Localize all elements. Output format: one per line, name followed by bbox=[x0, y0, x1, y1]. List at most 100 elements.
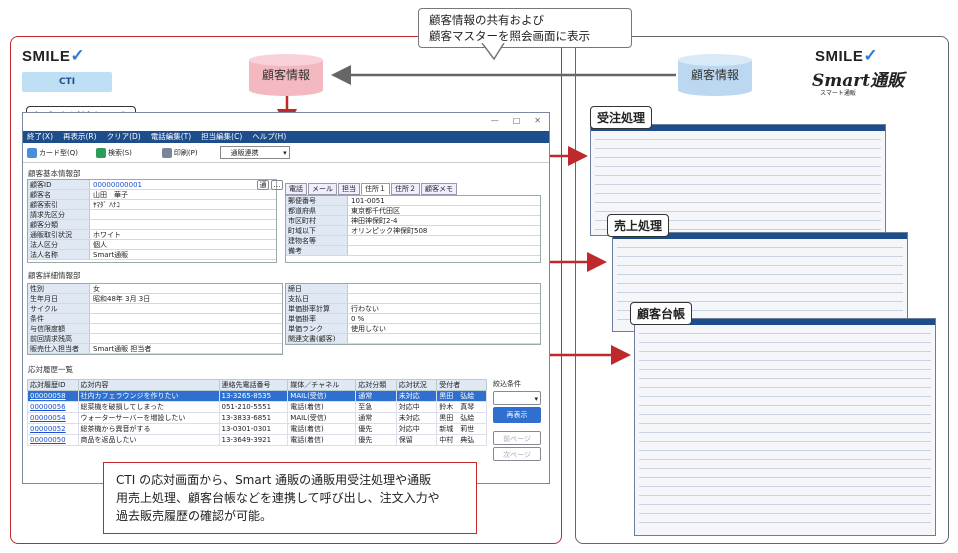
cti-badge: CTI bbox=[22, 72, 112, 92]
history-id-link[interactable]: 00000052 bbox=[27, 423, 79, 435]
column-header[interactable]: 連絡先電話番号 bbox=[218, 379, 289, 391]
table-cell: 総菜機を破損してしまった bbox=[77, 401, 220, 413]
table-cell: MAIL(受信) bbox=[287, 412, 357, 424]
field-value bbox=[348, 284, 540, 293]
thumb-line bbox=[617, 292, 903, 293]
smart-brand-sub: スマート通販 bbox=[820, 90, 856, 97]
menu-clear[interactable]: クリア(D) bbox=[106, 132, 141, 141]
table-cell: 優先 bbox=[355, 423, 397, 435]
table-cell: 商品を返品したい bbox=[77, 434, 220, 446]
form-row: 単価掛率計算行わない bbox=[286, 304, 540, 314]
filter-select[interactable]: ▾ bbox=[493, 391, 541, 405]
tab-staff[interactable]: 担当 bbox=[338, 183, 360, 195]
thumb-line bbox=[617, 301, 903, 302]
call-button[interactable]: 通 bbox=[257, 180, 269, 190]
column-header[interactable]: 媒体／チャネル bbox=[287, 379, 357, 391]
smart-brand: Smart通販 bbox=[812, 71, 905, 91]
table-cell: 社内カフェラウンジを作りたい bbox=[77, 390, 220, 402]
history-id-link[interactable]: 00000054 bbox=[27, 412, 79, 424]
sales-screen-thumb bbox=[612, 232, 908, 332]
tab-mail[interactable]: メール bbox=[308, 183, 337, 195]
card-view-button[interactable]: カード型(Q) bbox=[27, 147, 78, 158]
detail-section-title: 顧客詳細情報部 bbox=[28, 271, 81, 280]
integration-dropdown[interactable]: 通販連携▾ bbox=[219, 146, 290, 159]
menu-exit[interactable]: 終了(X) bbox=[27, 132, 53, 141]
history-id-link[interactable]: 00000058 bbox=[27, 390, 79, 402]
column-header[interactable]: 応対履歴ID bbox=[27, 379, 79, 391]
search-button[interactable]: 検索(S) bbox=[95, 147, 132, 158]
menu-refresh[interactable]: 再表示(R) bbox=[63, 132, 97, 141]
menu-staff-edit[interactable]: 担当編集(C) bbox=[201, 132, 243, 141]
print-icon bbox=[161, 147, 172, 158]
tab-phone[interactable]: 電話 bbox=[285, 183, 307, 195]
prev-page-button[interactable]: 前ページ bbox=[493, 431, 541, 445]
field-value bbox=[348, 246, 540, 255]
field-label: 町域以下 bbox=[286, 226, 348, 235]
field-value: Smart通販 担当者 bbox=[93, 345, 152, 353]
history-id-link[interactable]: 00000050 bbox=[27, 434, 79, 446]
smart-panel bbox=[575, 36, 949, 544]
thumb-line bbox=[617, 265, 903, 266]
field-value bbox=[90, 324, 282, 333]
field-label: 市区町村 bbox=[286, 216, 348, 225]
minimize-icon[interactable]: — bbox=[490, 116, 499, 125]
field-label: 顧客分類 bbox=[28, 220, 90, 229]
tab-address1[interactable]: 住所１ bbox=[361, 183, 390, 195]
tab-memo[interactable]: 顧客メモ bbox=[421, 183, 457, 195]
thumb-line bbox=[639, 522, 931, 523]
table-cell: 未対応 bbox=[395, 390, 438, 402]
thumb-line bbox=[639, 333, 931, 334]
close-icon[interactable]: ✕ bbox=[534, 116, 541, 125]
field-label: 通販取引状況 bbox=[28, 230, 90, 239]
thumb-line bbox=[639, 486, 931, 487]
thumb-line bbox=[639, 342, 931, 343]
form-row: 支払日 bbox=[286, 294, 540, 304]
thumb-line bbox=[639, 504, 931, 505]
form-row: 通販取引状況ホワイト bbox=[28, 230, 276, 240]
thumb-line bbox=[595, 157, 881, 158]
thumb-line bbox=[639, 477, 931, 478]
thumb-line bbox=[639, 423, 931, 424]
field-label: 郵便番号 bbox=[286, 196, 348, 205]
field-label: 関連文書(顧客) bbox=[286, 334, 348, 343]
next-page-button[interactable]: 次ページ bbox=[493, 447, 541, 461]
ledger-tag: 顧客台帳 bbox=[630, 302, 693, 325]
smile-logo-right: SMILE✓ bbox=[815, 46, 879, 65]
column-header[interactable]: 応対内容 bbox=[77, 379, 220, 391]
table-cell: 優先 bbox=[355, 434, 397, 446]
thumb-line bbox=[617, 283, 903, 284]
thumb-line bbox=[595, 184, 881, 185]
field-label: 顧客名 bbox=[28, 190, 90, 199]
field-value bbox=[348, 236, 540, 245]
column-header[interactable]: 受付者 bbox=[436, 379, 487, 391]
more-button[interactable]: … bbox=[271, 180, 283, 190]
table-cell: 黒田 弘絵 bbox=[436, 412, 487, 424]
table-cell: 新城 莉世 bbox=[436, 423, 487, 435]
table-cell: 保留 bbox=[395, 434, 438, 446]
show-button[interactable]: 再表示 bbox=[493, 407, 541, 423]
field-value bbox=[348, 334, 540, 343]
thumb-line bbox=[639, 387, 931, 388]
column-header[interactable]: 応対分類 bbox=[355, 379, 397, 391]
description-callout: CTI の応対画面から、Smart 通販の通販用受注処理や通販 用売上処理、顧客… bbox=[103, 462, 477, 534]
history-id-link[interactable]: 00000056 bbox=[27, 401, 79, 413]
thumb-line bbox=[617, 274, 903, 275]
maximize-icon[interactable]: □ bbox=[512, 116, 521, 125]
share-bubble: 顧客情報の共有および 顧客マスターを照会画面に表示 bbox=[418, 8, 632, 48]
column-header[interactable]: 応対状況 bbox=[395, 379, 438, 391]
print-button[interactable]: 印刷(P) bbox=[161, 147, 198, 158]
field-label: 単価ランク bbox=[286, 324, 348, 333]
db-label-right: 顧客情報 bbox=[690, 68, 739, 82]
callout-line2: 用売上処理、顧客台帳などを連携して呼び出し、注文入力や bbox=[116, 491, 440, 505]
tab-address2[interactable]: 住所２ bbox=[391, 183, 420, 195]
menu-phone-edit[interactable]: 電話編集(T) bbox=[150, 132, 192, 141]
menu-help[interactable]: ヘルプ(H) bbox=[252, 132, 287, 141]
